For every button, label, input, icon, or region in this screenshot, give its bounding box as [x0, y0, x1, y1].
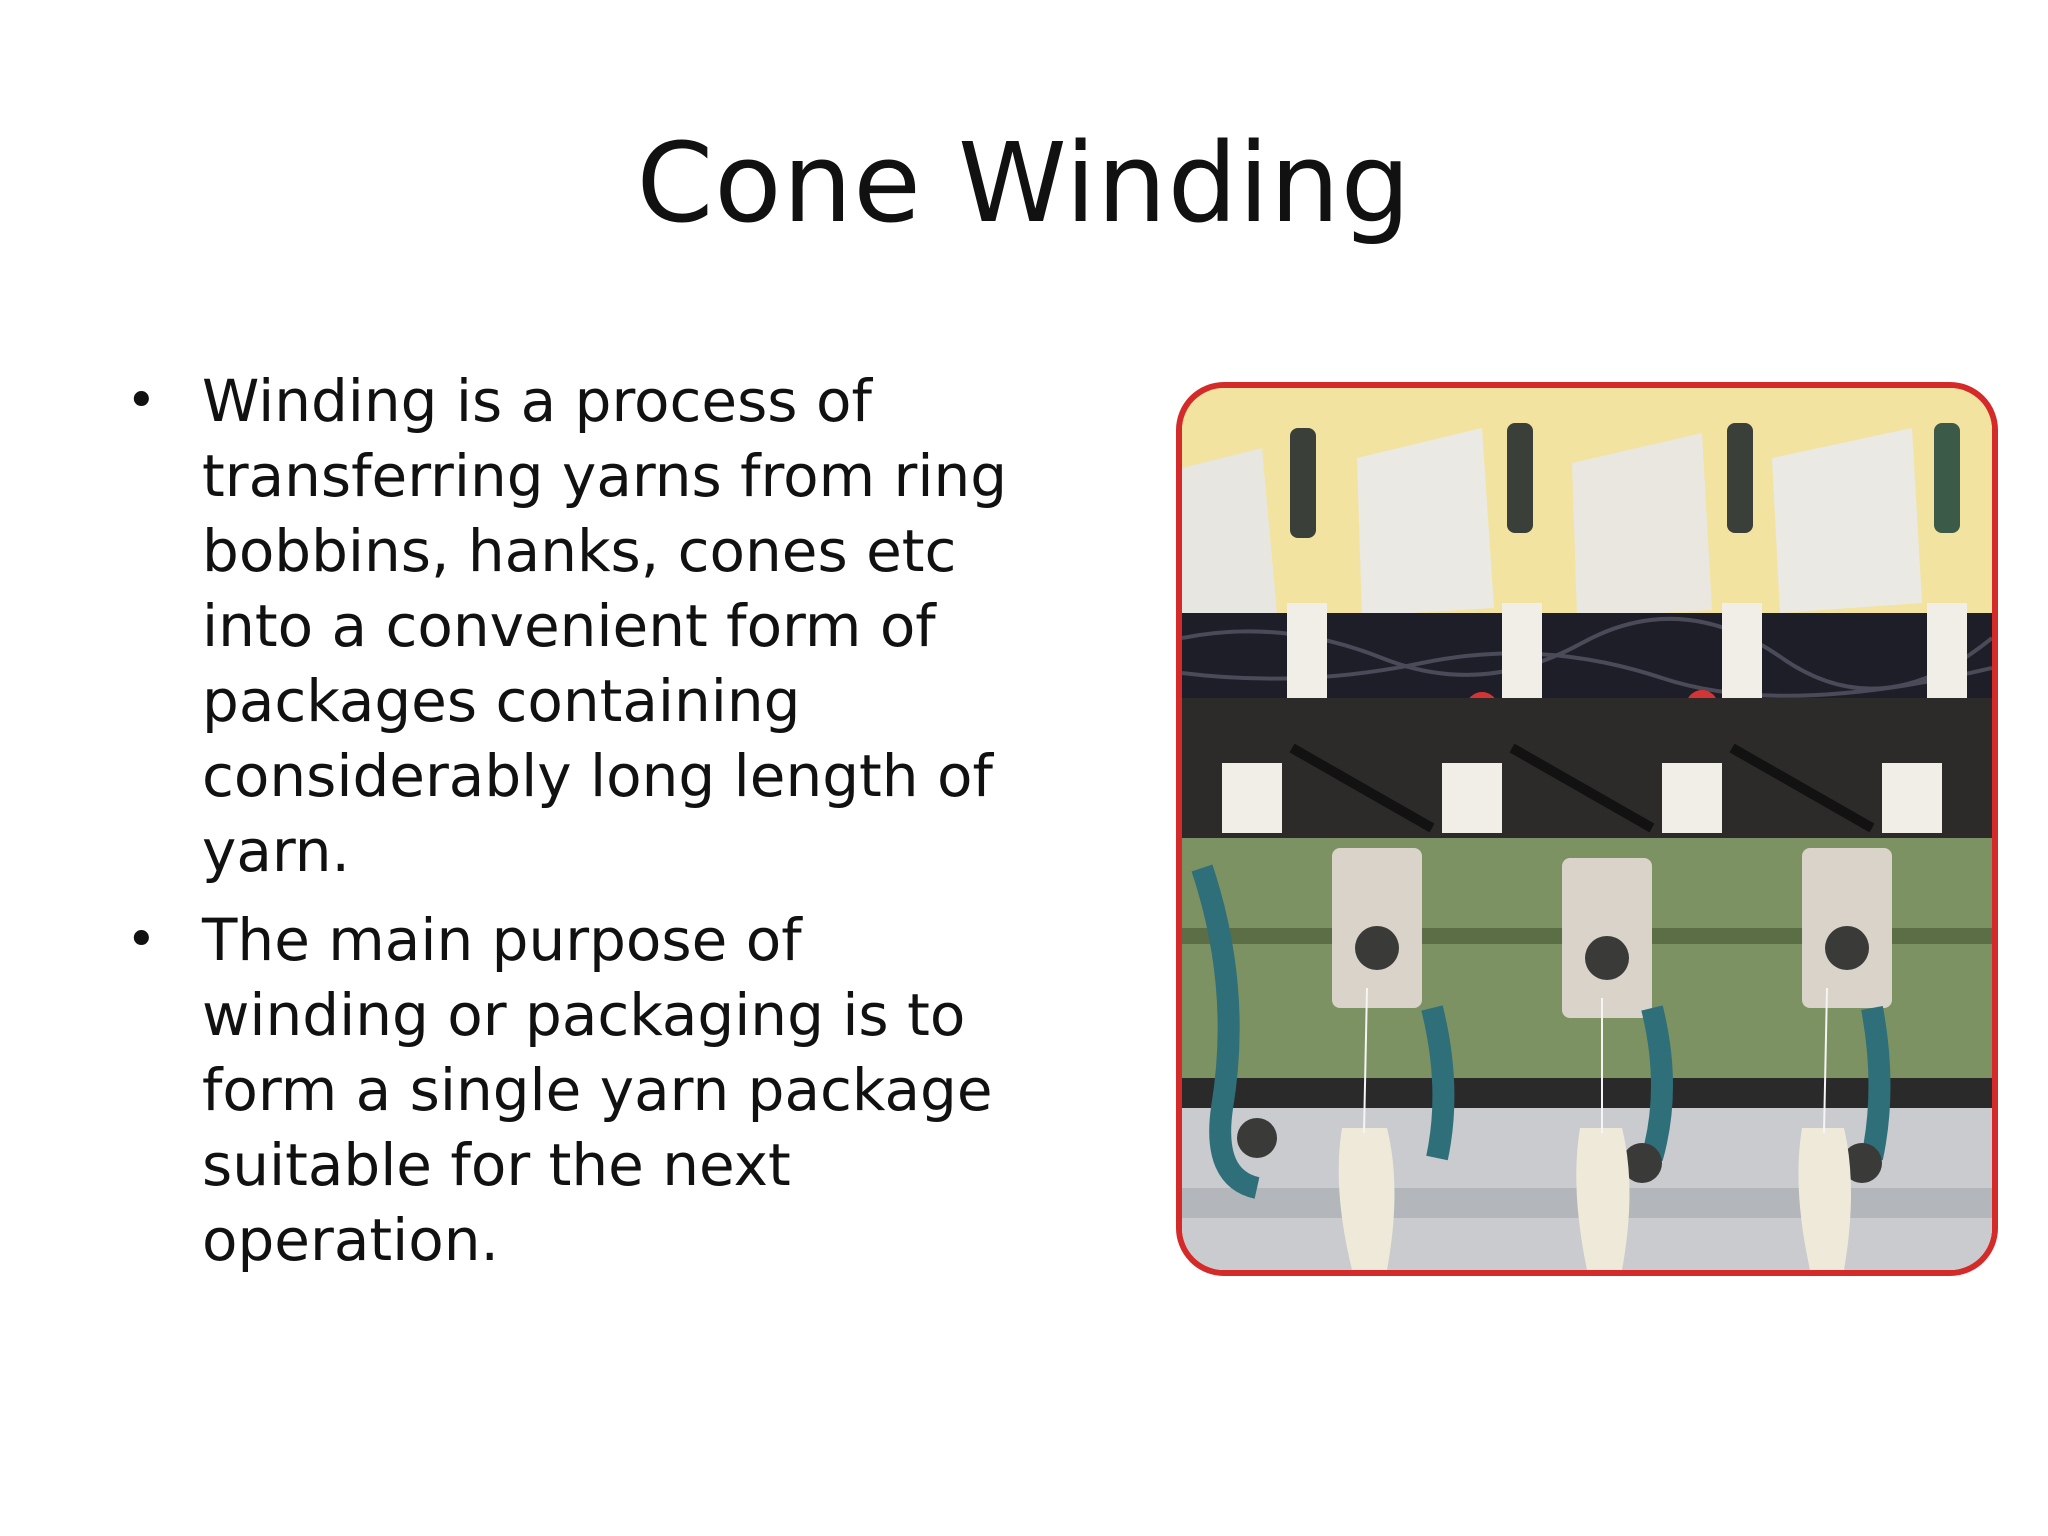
knotter-wheel — [1355, 926, 1399, 970]
bullet-text-line: transferring yarns from ring — [202, 442, 1008, 510]
cone-holder — [1290, 428, 1316, 538]
bobbin-arms — [1191, 864, 1891, 1199]
bullet-dot: • — [126, 371, 157, 431]
ring-bobbin — [1798, 1128, 1851, 1270]
bullet-text-line: yarn. — [202, 817, 350, 885]
bobbin-arm — [1641, 1005, 1673, 1162]
ring-bobbin — [1576, 1128, 1630, 1270]
lever-arm — [1509, 743, 1655, 833]
cone-holder — [1934, 423, 1960, 533]
arm-pivot — [1237, 1118, 1277, 1158]
bobbin-arm — [1421, 1005, 1455, 1161]
tensioner — [1662, 763, 1722, 833]
bullet-dot: • — [126, 910, 157, 970]
guide-block — [1287, 603, 1327, 713]
bullet-text-line: into a convenient form of — [202, 592, 936, 660]
tensioner — [1222, 763, 1282, 833]
cone — [1772, 428, 1922, 613]
bullet-text-line: winding or packaging is to — [202, 981, 966, 1049]
cone-row — [1182, 423, 1960, 623]
lever-arm — [1729, 743, 1875, 833]
bullet-text-line: form a single yarn package — [202, 1056, 993, 1124]
cone — [1182, 448, 1277, 623]
bullet-text-line: operation. — [202, 1206, 499, 1274]
yarn-strand — [1363, 987, 1368, 1134]
cone-holder — [1727, 423, 1753, 533]
cone-holder — [1507, 423, 1533, 533]
dark-rail — [1182, 1078, 1992, 1108]
bullet-item: • Winding is a process of transferring y… — [118, 364, 1018, 889]
mechanism-row — [1182, 698, 1992, 838]
machine-illustration — [1182, 388, 1992, 1270]
bullet-text-line: Winding is a process of — [202, 367, 872, 435]
tensioner — [1882, 763, 1942, 833]
bullet-item: • The main purpose of winding or packagi… — [118, 903, 1018, 1278]
bullet-text-line: packages containing — [202, 667, 801, 735]
lever-arm — [1289, 743, 1435, 833]
cone — [1572, 433, 1712, 618]
bullet-text-line: considerably long length of — [202, 742, 993, 810]
guide-block — [1722, 603, 1762, 713]
ring-bobbin — [1338, 1128, 1395, 1270]
bobbin-arm — [1861, 1005, 1891, 1161]
cone — [1357, 428, 1494, 616]
tensioner — [1442, 763, 1502, 833]
arm-pivot — [1842, 1143, 1882, 1183]
bullet-text-line: bobbins, hanks, cones etc — [202, 517, 957, 585]
yarn-strand — [1823, 987, 1828, 1134]
guide-block — [1927, 603, 1967, 713]
machine-photo — [1176, 382, 1998, 1276]
slide-title: Cone Winding — [636, 119, 1412, 247]
bullet-list: • Winding is a process of transferring y… — [118, 364, 1018, 1292]
knotter-units — [1332, 848, 1892, 1018]
guide-block — [1502, 603, 1542, 713]
knotter-wheel — [1825, 926, 1869, 970]
knotter-wheel — [1585, 936, 1629, 980]
ring-bobbins — [1338, 987, 1851, 1270]
bullet-text-line: suitable for the next — [202, 1131, 791, 1199]
bullet-text-line: The main purpose of — [202, 906, 802, 974]
arm-pivot — [1622, 1143, 1662, 1183]
bobbin-arm — [1191, 864, 1261, 1199]
